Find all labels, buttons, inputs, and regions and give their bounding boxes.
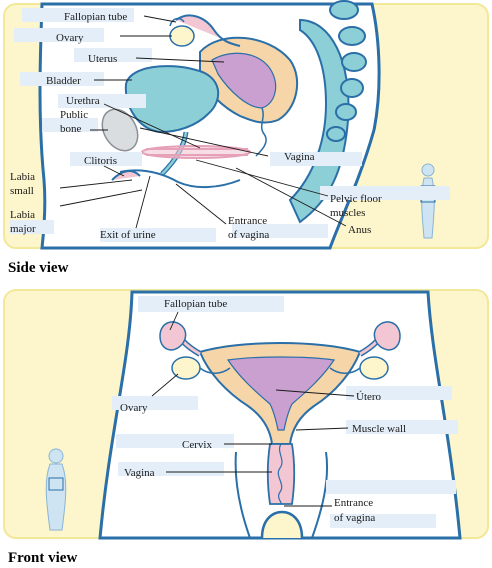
clitoris-shape	[111, 170, 141, 181]
front-label-vagina: Vagina	[124, 467, 155, 479]
label-entrance-vagina-line1: Entrance	[228, 215, 267, 227]
front-label-entrance-vagina-line2: of vagina	[334, 512, 375, 524]
label-public-bone-line1: Public	[60, 109, 88, 121]
front-fimbriae-right	[373, 321, 401, 351]
pubic-bone-shape	[101, 108, 139, 152]
label-vagina: Vagina	[284, 151, 315, 163]
front-view-caption: Front view	[8, 550, 77, 566]
side-leader-lines	[59, 15, 347, 229]
perineum-line	[119, 169, 241, 189]
front-uterus-cavity	[226, 356, 336, 431]
front-label-utero: Útero	[356, 391, 382, 403]
bladder-shape	[124, 65, 220, 134]
front-figure-icon	[45, 448, 67, 531]
front-ovary-right	[359, 356, 389, 380]
label-labia-major-line2: major	[10, 223, 36, 235]
label-fallopian-tube: Fallopian tube	[64, 11, 127, 23]
label-ovary: Ovary	[56, 32, 84, 44]
front-view-panel: Fallopian tube Ovary Útero Muscle wall C…	[3, 289, 489, 540]
label-labia-major-line1: Labia	[10, 209, 35, 221]
label-labia-small-line2: small	[10, 185, 34, 197]
label-entrance-vagina-line2: of vagina	[228, 229, 269, 241]
label-labia-small-line1: Labia	[10, 171, 35, 183]
label-exit-urine: Exit of urine	[100, 229, 156, 241]
label-anus: Anus	[348, 224, 371, 236]
spine-vertebrae	[326, 0, 367, 142]
pelvic-floor-muscles-shape	[141, 145, 251, 159]
front-fimbriae-left	[159, 321, 187, 351]
label-pelvic-floor-line2: muscles	[330, 207, 365, 219]
label-uterus: Uterus	[88, 53, 117, 65]
ovary-shape	[169, 25, 195, 47]
front-label-cervix: Cervix	[182, 439, 212, 451]
label-clitoris: Clitoris	[84, 155, 117, 167]
front-label-ovary: Ovary	[120, 402, 148, 414]
label-urethra: Urethra	[66, 95, 100, 107]
side-view-panel: Fallopian tube Ovary Uterus Bladder Uret…	[3, 0, 489, 250]
front-vagina-shape	[266, 443, 296, 505]
vaginal-canal	[255, 107, 267, 157]
front-label-entrance-vagina-line1: Entrance	[334, 497, 373, 509]
uterus-cavity	[211, 52, 277, 109]
front-blank-boxes	[112, 296, 458, 528]
side-view-caption: Side view	[8, 260, 69, 276]
label-bladder: Bladder	[46, 75, 81, 87]
label-pelvic-floor-line1: Pelvic floor	[330, 193, 382, 205]
label-public-bone-line2: bone	[60, 123, 82, 135]
front-leader-lines	[151, 311, 355, 507]
front-label-muscle-wall: Muscle wall	[352, 423, 406, 435]
side-blank-boxes	[10, 8, 450, 242]
front-label-fallopian-tube: Fallopian tube	[164, 298, 227, 310]
leg-gap	[260, 510, 304, 539]
fallopian-tube-shape	[175, 14, 241, 47]
fimbriae-shape	[169, 17, 185, 27]
